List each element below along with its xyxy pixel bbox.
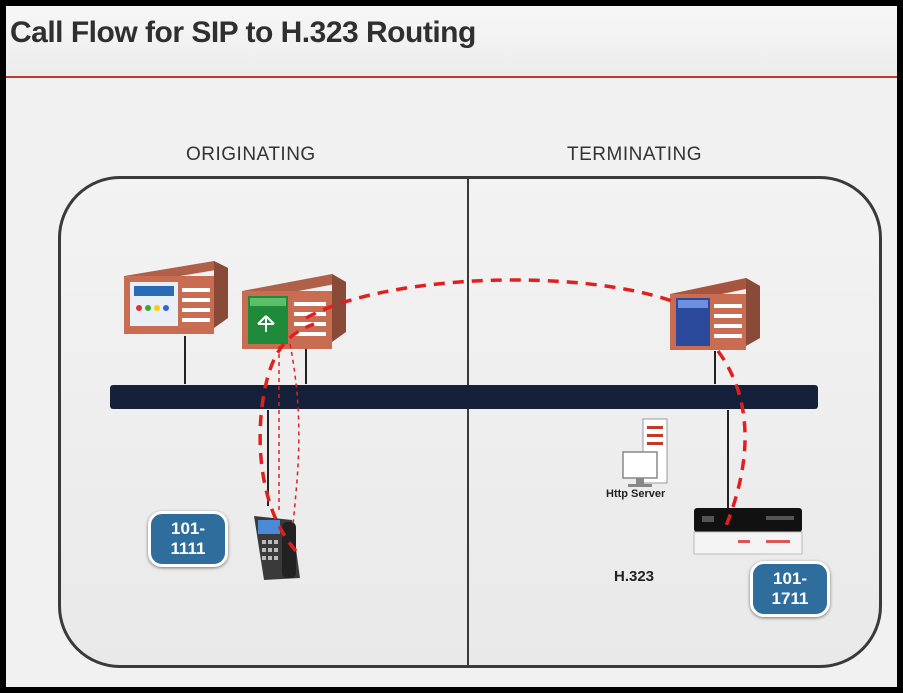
- call-path-proxy-to-terminating: [305, 278, 673, 320]
- terminating-server-icon: [670, 278, 760, 350]
- ip-phone-icon: [254, 516, 300, 580]
- terminating-extension-line1: 101-: [772, 569, 808, 588]
- h323-gateway-icon: [693, 508, 803, 555]
- diagram-graphics: [110, 261, 818, 580]
- call-path-phone-to-proxy: [258, 322, 315, 553]
- server-a-icon: [124, 261, 228, 334]
- signaling-thin-path: [278, 343, 300, 527]
- slide: Call Flow for SIP to H.323 Routing ORIGI…: [6, 6, 897, 687]
- sip-server-icon: [242, 274, 346, 349]
- originating-label: ORIGINATING: [186, 144, 316, 165]
- http-server-icon: [622, 418, 668, 487]
- originating-extension-line1: 101-: [170, 519, 206, 538]
- originating-extension-badge: 101- 1111: [148, 511, 228, 567]
- slide-title: Call Flow for SIP to H.323 Routing: [10, 16, 476, 49]
- terminating-label: TERMINATING: [567, 144, 702, 165]
- title-bar: Call Flow for SIP to H.323 Routing: [6, 6, 897, 76]
- h323-label: H.323: [614, 568, 655, 585]
- title-divider: [6, 76, 897, 78]
- call-flow-path: [258, 278, 747, 553]
- terminating-extension-line2: 1711: [771, 589, 809, 608]
- network-bus: [110, 385, 818, 409]
- terminating-extension-badge: 101- 1711: [750, 561, 830, 617]
- http-server-label: Http Server: [606, 488, 666, 500]
- call-path-terminating-to-gateway: [716, 349, 747, 527]
- originating-extension-line2: 1111: [170, 539, 206, 558]
- site-divider: [467, 179, 469, 665]
